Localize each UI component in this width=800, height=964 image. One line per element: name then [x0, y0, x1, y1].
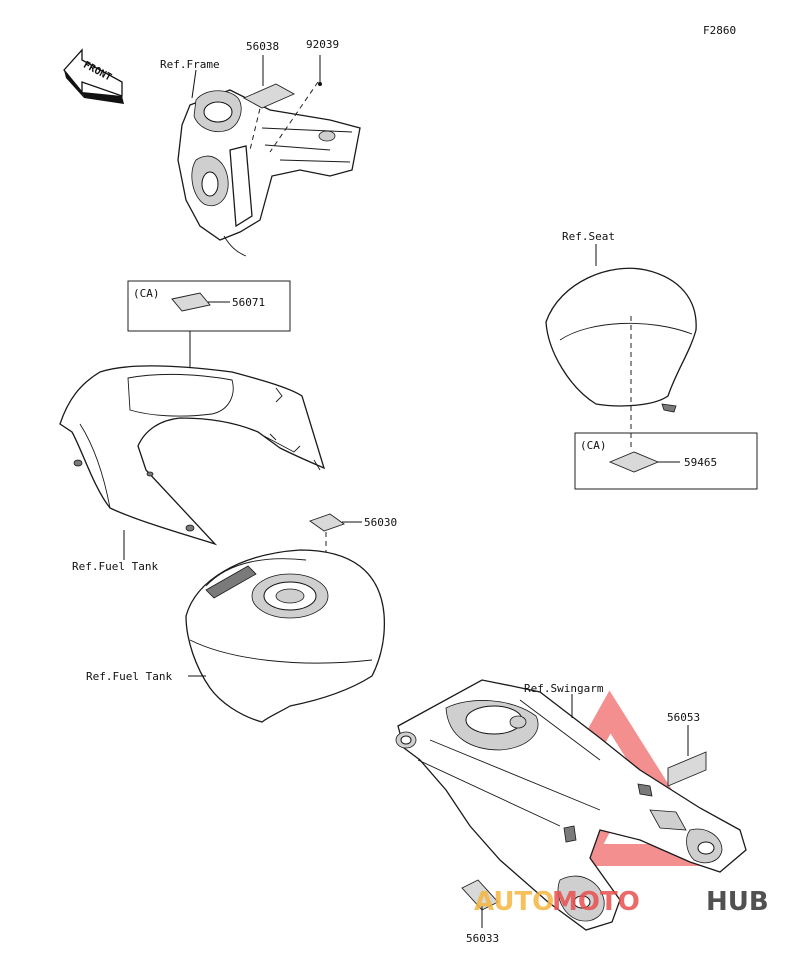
watermark-text-auto: AUTO — [474, 887, 554, 917]
ca-region-label-1: (CA) — [133, 287, 160, 300]
ca-box-56071: (CA) 56071 — [127, 280, 291, 332]
watermark-text-hub: HUB — [706, 887, 769, 917]
seat-illustration — [545, 267, 697, 413]
swingarm-illustration — [395, 679, 747, 931]
ref-frame-label: Ref.Frame — [160, 58, 220, 71]
part-56030-label: 56030 — [364, 516, 397, 529]
part-56071-label: 56071 — [232, 296, 265, 309]
part-56053-label: 56053 — [667, 711, 700, 724]
front-arrow-icon: FRONT — [63, 48, 124, 104]
part-56033-label: 56033 — [466, 932, 499, 945]
ref-swingarm-label: Ref.Swingarm — [524, 682, 604, 695]
ref-seat-label: Ref.Seat — [562, 230, 615, 243]
ref-fuel-tank-cover-label: Ref.Fuel Tank — [72, 560, 158, 573]
watermark-text: AUTO MOTO HUB — [474, 887, 769, 917]
frame-illustration — [177, 81, 361, 257]
figure-code: F2860 — [703, 24, 736, 37]
decal-56038 — [242, 83, 296, 109]
ca-box-59465: (CA) 59465 — [574, 432, 758, 490]
clip-92039 — [318, 82, 322, 86]
part-56038-label: 56038 — [246, 40, 279, 53]
watermark-text-moto: MOTO — [552, 887, 640, 917]
decal-56053 — [667, 751, 707, 787]
ref-fuel-tank-label: Ref.Fuel Tank — [86, 670, 172, 683]
decal-59465 — [608, 451, 660, 473]
decal-56033 — [461, 879, 499, 911]
part-59465-label: 59465 — [684, 456, 717, 469]
part-92039-label: 92039 — [306, 38, 339, 51]
fuel-tank-illustration — [185, 549, 386, 723]
decal-56071 — [171, 292, 211, 312]
fuel-tank-cover-illustration — [59, 365, 326, 546]
decal-56030 — [309, 513, 345, 532]
ca-region-label-2: (CA) — [580, 439, 607, 452]
